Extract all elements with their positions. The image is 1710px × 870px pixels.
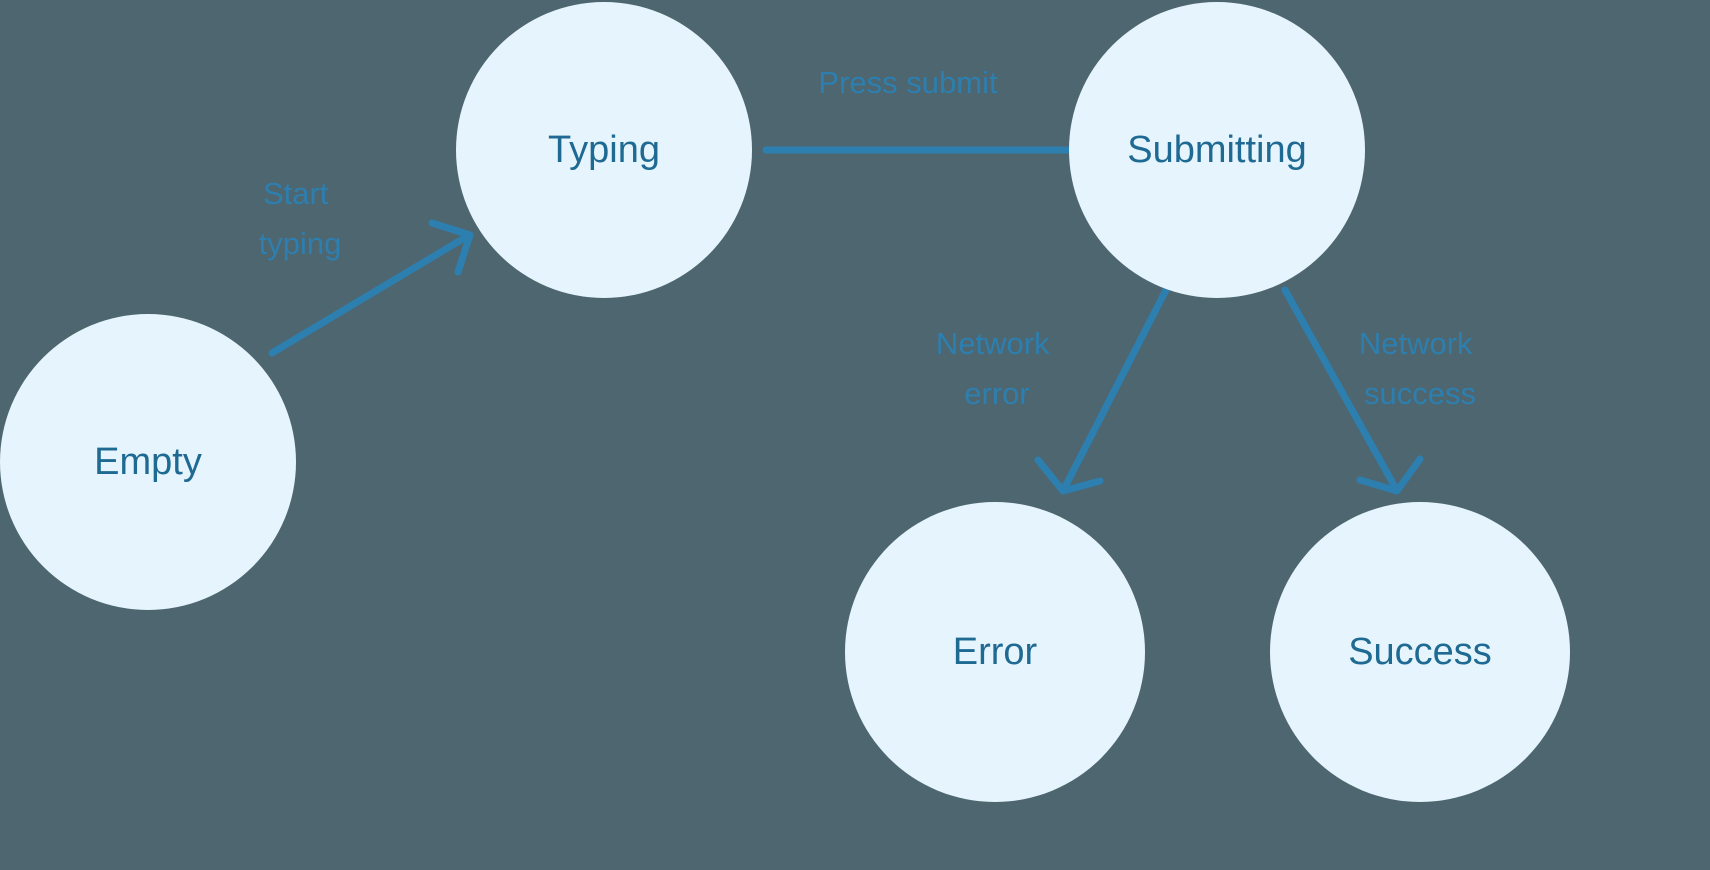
edge-line <box>1061 286 1170 491</box>
state-node-error[interactable]: Error <box>845 502 1145 802</box>
edge-label-press-submit: Press submit <box>818 65 998 100</box>
node-circle <box>845 502 1145 802</box>
edge-label-line: Network <box>1359 326 1473 361</box>
edge-submitting-to-error[interactable]: Network error <box>936 286 1170 495</box>
edge-submitting-to-success[interactable]: Network success <box>1281 286 1481 495</box>
node-circle <box>0 314 296 610</box>
node-label: Success <box>1348 631 1492 673</box>
edge-empty-to-typing[interactable]: Start typing <box>259 176 474 357</box>
edge-label-network-error: Network error <box>936 326 1058 411</box>
node-circle <box>456 2 752 298</box>
edge-label-line: success <box>1364 376 1476 411</box>
edge-label-line: Network <box>936 326 1050 361</box>
arrowhead-icon <box>1034 456 1104 495</box>
node-label: Error <box>953 631 1038 673</box>
node-label: Submitting <box>1127 129 1307 171</box>
edge-label-line: Start <box>263 176 329 211</box>
edge-label-start-typing: Start typing <box>259 176 342 261</box>
edges-layer: Start typing Press submit Network error <box>259 65 1481 495</box>
node-label: Empty <box>94 441 202 483</box>
edge-label-network-success: Network success <box>1359 326 1481 411</box>
node-circle <box>1069 2 1365 298</box>
state-node-typing[interactable]: Typing <box>456 2 752 298</box>
edge-label-line: Press submit <box>818 65 998 100</box>
edge-label-line: error <box>964 376 1029 411</box>
edge-line <box>1281 286 1399 491</box>
edge-label-line: typing <box>259 226 342 261</box>
node-circle <box>1270 502 1570 802</box>
arrowhead-icon <box>428 219 474 276</box>
arrowhead-icon <box>1356 455 1424 495</box>
state-node-submitting[interactable]: Submitting <box>1069 2 1365 298</box>
nodes-layer: Empty Typing Submitting Error Success <box>0 2 1570 802</box>
state-node-success[interactable]: Success <box>1270 502 1570 802</box>
state-node-empty[interactable]: Empty <box>0 314 296 610</box>
edge-line <box>268 233 470 357</box>
node-label: Typing <box>548 129 660 171</box>
